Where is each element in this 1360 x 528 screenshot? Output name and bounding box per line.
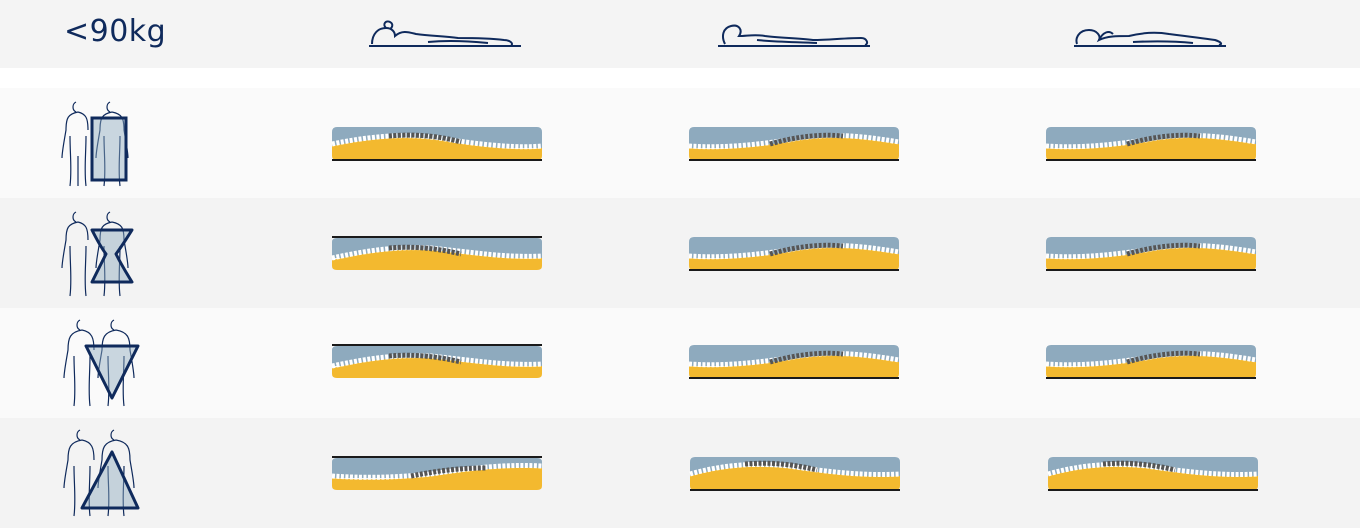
- header-spacer: [0, 68, 1360, 88]
- mattress-support-icon: [689, 457, 901, 491]
- mattress-support-icon: [331, 456, 543, 490]
- mattress-support-icon: [331, 127, 543, 161]
- body-row-hourglass: [0, 198, 1360, 308]
- mattress-support-icon: [1045, 345, 1257, 379]
- mattress-support-icon: [688, 127, 900, 161]
- mattress-support-icon: [1045, 237, 1257, 271]
- mattress-support-icon: [688, 345, 900, 379]
- mattress-support-icon: [1045, 127, 1257, 161]
- header-row: <90kg: [0, 0, 1360, 68]
- weight-category-label: <90kg: [64, 14, 167, 49]
- stomach-sleeper-icon: [1074, 28, 1226, 47]
- side-sleeper-icon: [369, 20, 521, 47]
- mattress-support-icon: [331, 236, 543, 270]
- mattress-support-icon: [331, 344, 543, 378]
- body-row-triangle: [0, 418, 1360, 528]
- body-row-inverted-triangle: [0, 308, 1360, 418]
- rectangle-body-shape-icon: [61, 101, 129, 187]
- inverted-triangle-body-shape-icon: [63, 319, 140, 407]
- hourglass-body-shape-icon: [61, 211, 134, 297]
- mattress-support-icon: [688, 237, 900, 271]
- body-row-rectangle: [0, 88, 1360, 198]
- back-sleeper-icon: [718, 24, 870, 47]
- triangle-body-shape-icon: [63, 429, 140, 517]
- mattress-support-icon: [1047, 457, 1259, 491]
